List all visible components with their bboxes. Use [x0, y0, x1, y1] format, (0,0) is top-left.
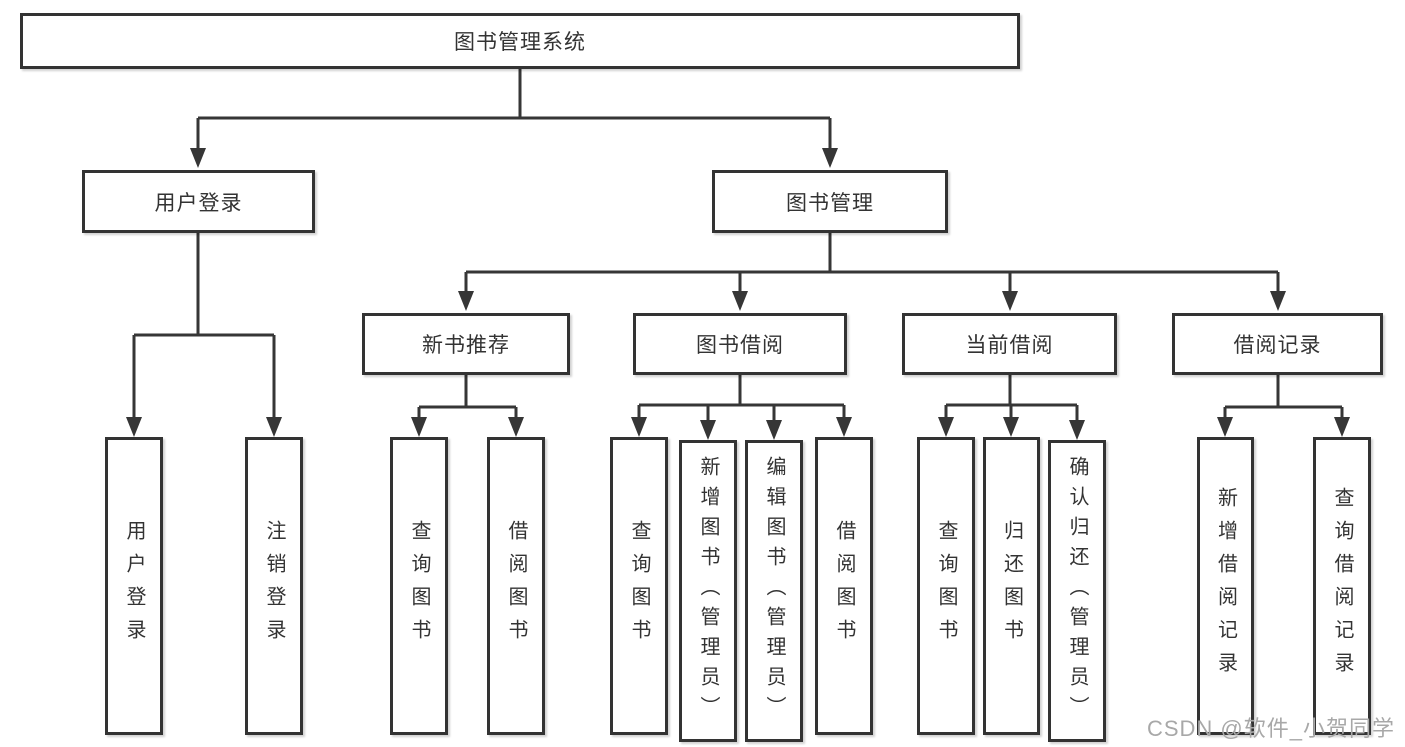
connector-root-to-level2 — [190, 69, 838, 168]
leaf-bb-add-book: 新增图书（管理员） — [679, 440, 737, 742]
node-current-borrow: 当前借阅 — [902, 313, 1117, 375]
node-root-label: 图书管理系统 — [454, 31, 586, 54]
leaf-rec-borrow-book-label: 借阅图书 — [505, 520, 527, 652]
leaf-logout-label: 注销登录 — [263, 520, 285, 652]
leaf-cb-return-book: 归还图书 — [983, 437, 1040, 735]
leaf-bb-edit-book-label: 编辑图书（管理员） — [763, 456, 785, 726]
leaf-cb-query-book: 查询图书 — [917, 437, 975, 735]
node-user-login: 用户登录 — [82, 170, 315, 233]
leaf-br-add-record: 新增借阅记录 — [1197, 437, 1254, 735]
node-borrow-record: 借阅记录 — [1172, 313, 1383, 375]
leaf-rec-borrow-book: 借阅图书 — [487, 437, 545, 735]
connector-user-login-to-leaves — [126, 233, 282, 437]
leaf-bb-borrow-book: 借阅图书 — [815, 437, 873, 735]
leaf-br-query-record-label: 查询借阅记录 — [1331, 487, 1353, 685]
leaf-user-login-label: 用户登录 — [123, 520, 145, 652]
connector-new-book-rec-to-leaves — [411, 375, 524, 437]
connector-current-borrow-to-leaves — [938, 375, 1085, 440]
node-current-borrow-label: 当前借阅 — [965, 334, 1054, 357]
leaf-rec-query-book-label: 查询图书 — [408, 520, 430, 652]
node-borrow-record-label: 借阅记录 — [1233, 334, 1322, 357]
leaf-br-add-record-label: 新增借阅记录 — [1214, 487, 1237, 685]
leaf-bb-query-book: 查询图书 — [610, 437, 668, 735]
leaf-br-query-record: 查询借阅记录 — [1313, 437, 1371, 735]
leaf-cb-confirm-return: 确认归还（管理员） — [1048, 440, 1106, 742]
node-new-book-rec-label: 新书推荐 — [422, 334, 510, 357]
leaf-logout: 注销登录 — [245, 437, 303, 735]
leaf-rec-query-book: 查询图书 — [390, 437, 448, 735]
leaf-bb-query-book-label: 查询图书 — [628, 520, 650, 652]
leaf-bb-edit-book: 编辑图书（管理员） — [745, 440, 803, 742]
leaf-cb-confirm-return-label: 确认归还（管理员） — [1066, 456, 1088, 726]
node-book-borrow: 图书借阅 — [633, 313, 847, 375]
leaf-cb-query-book-label: 查询图书 — [935, 520, 957, 652]
leaf-bb-add-book-label: 新增图书（管理员） — [697, 456, 719, 726]
leaf-user-login: 用户登录 — [105, 437, 163, 735]
node-new-book-rec: 新书推荐 — [362, 313, 570, 375]
node-book-borrow-label: 图书借阅 — [696, 334, 784, 357]
leaf-bb-borrow-book-label: 借阅图书 — [833, 520, 855, 652]
node-user-login-label: 用户登录 — [154, 191, 243, 215]
leaf-cb-return-book-label: 归还图书 — [1000, 520, 1023, 652]
connector-borrow-record-to-leaves — [1217, 375, 1350, 437]
node-book-mgmt: 图书管理 — [712, 170, 948, 233]
csdn-watermark: CSDN @软件_小贺同学 — [1146, 716, 1395, 741]
connector-book-borrow-to-leaves — [631, 375, 852, 440]
connector-book-mgmt-to-level3 — [458, 233, 1286, 311]
node-root: 图书管理系统 — [20, 13, 1020, 69]
node-book-mgmt-label: 图书管理 — [786, 191, 874, 215]
